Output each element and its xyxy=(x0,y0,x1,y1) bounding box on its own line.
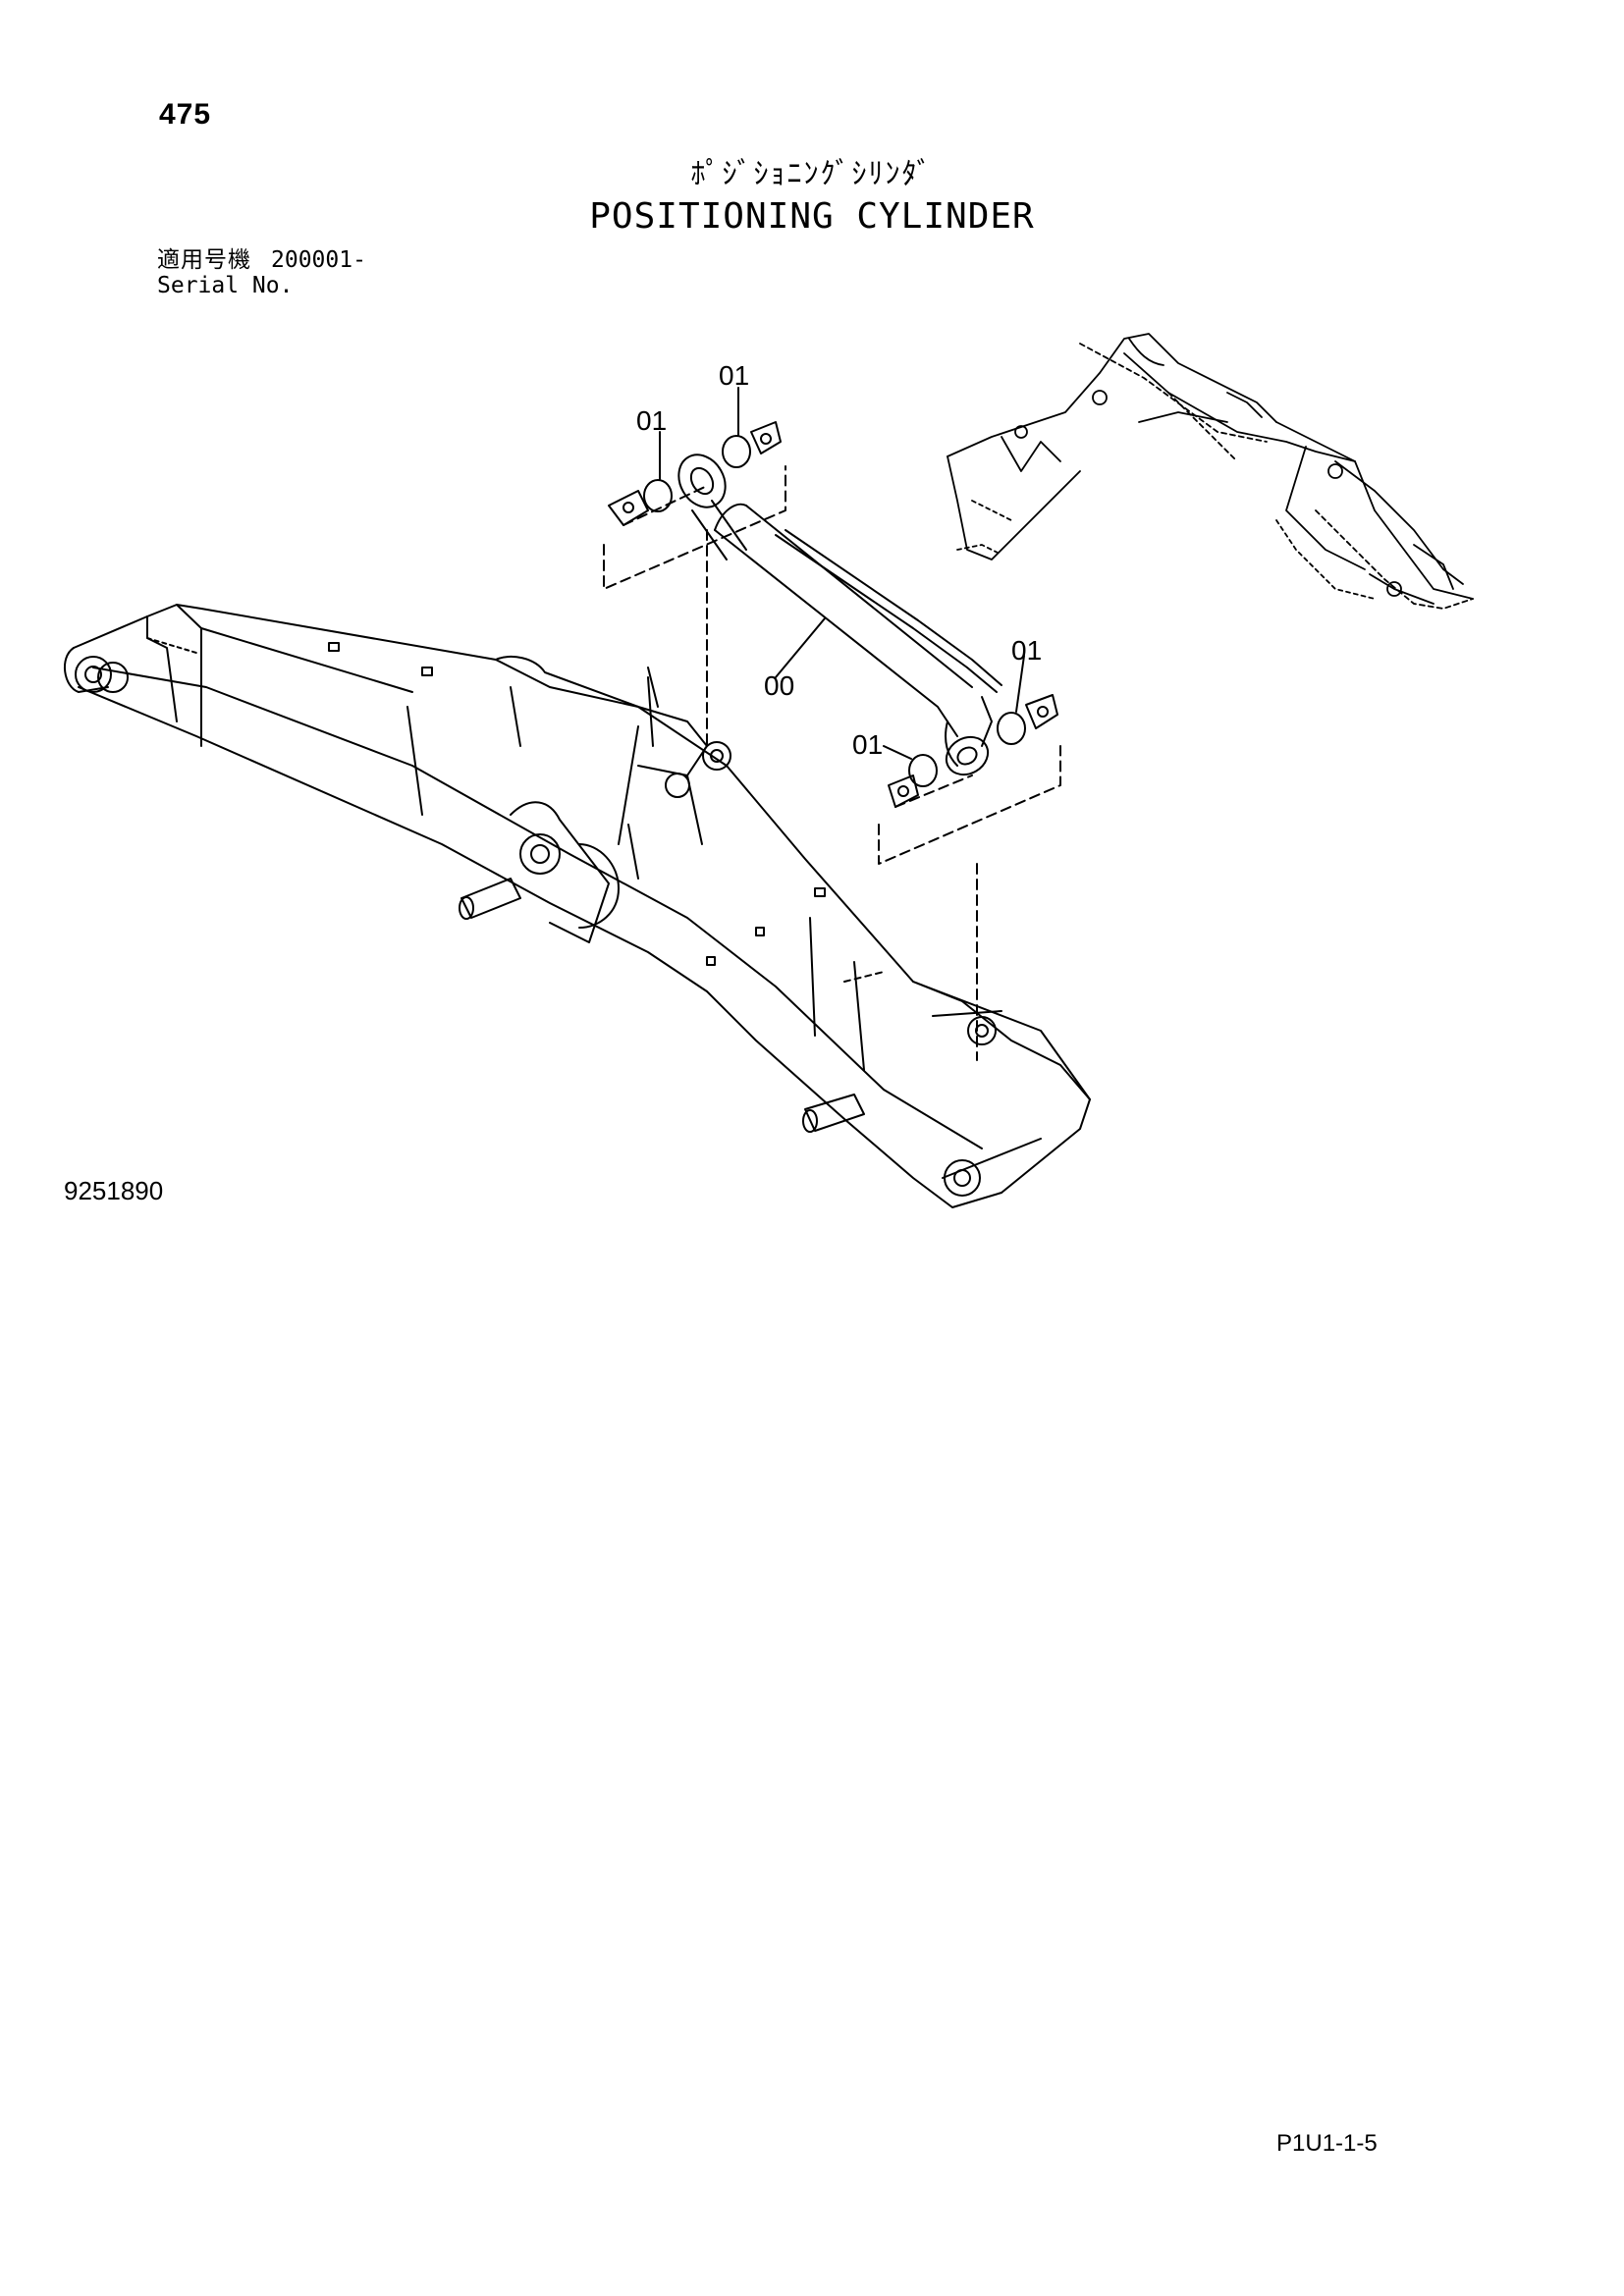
callout-label: 00 xyxy=(764,670,794,701)
boom-arm-drawing xyxy=(63,604,1091,1208)
serial-label-japanese: 適用号機 xyxy=(157,247,251,273)
page-code: P1U1-1-5 xyxy=(1276,2130,1378,2157)
callout-label: 01 xyxy=(719,360,749,391)
positioning-cylinder-drawing xyxy=(677,454,1002,776)
page-number: 475 xyxy=(159,98,212,131)
callout-leaders xyxy=(659,387,1025,760)
callout-label: 01 xyxy=(1011,635,1042,666)
page-title-japanese: ﾎﾟｼﾞｼｮﾆﾝｸﾞｼﾘﾝﾀﾞ xyxy=(690,157,934,191)
drawing-number: 9251890 xyxy=(64,1176,164,1205)
page-title: POSITIONING CYLINDER xyxy=(589,196,1035,237)
assembly-guide-lines xyxy=(603,465,1061,1061)
serial-label: Serial No. xyxy=(157,273,294,298)
serial-number-block: 適用号機 200001- Serial No. xyxy=(157,247,366,298)
callout-label: 01 xyxy=(636,405,667,436)
inset-machine-view xyxy=(947,333,1474,610)
bushing-drawings xyxy=(608,421,1058,808)
callout-label: 01 xyxy=(852,729,883,760)
serial-value: 200001- xyxy=(271,247,366,273)
